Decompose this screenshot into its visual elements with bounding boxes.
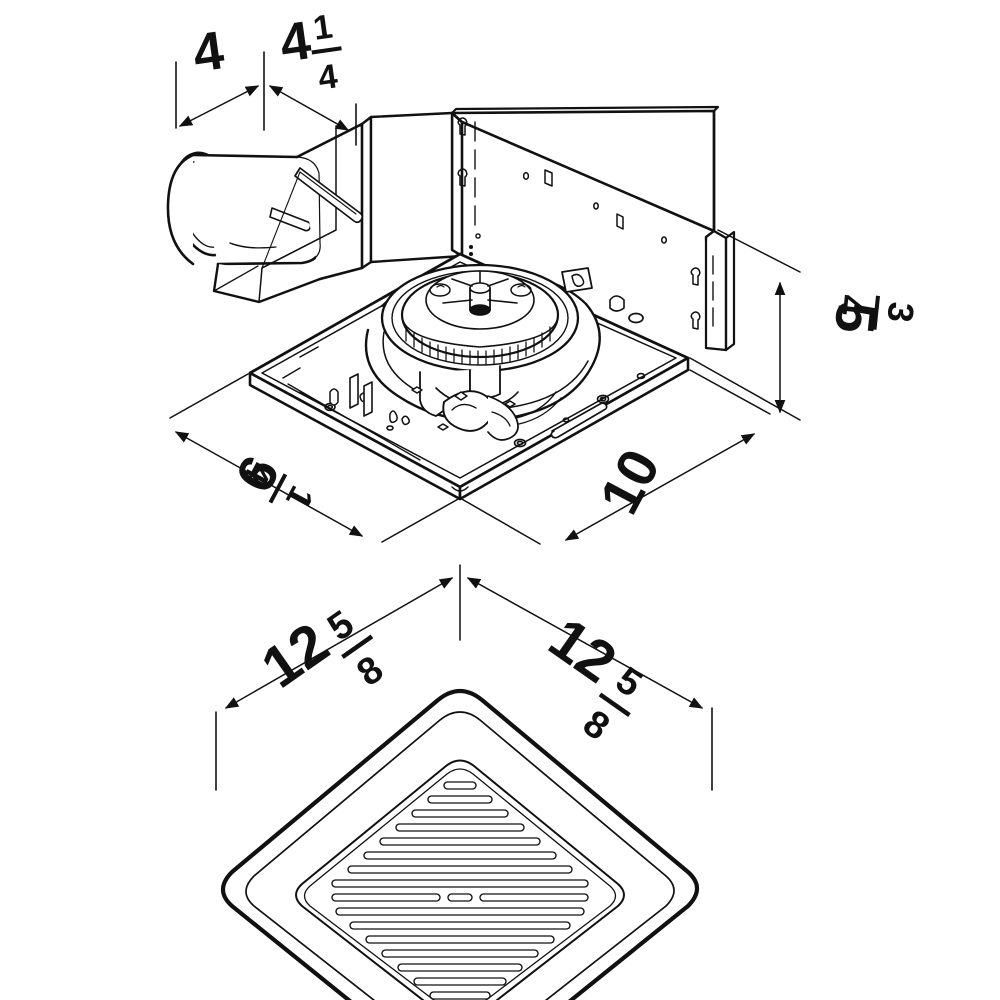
dimension-duct-offset	[175, 51, 265, 131]
blower-blades	[405, 326, 551, 366]
grille-view	[220, 688, 700, 1000]
grille-louvers	[295, 759, 625, 1000]
duct-collar	[166, 151, 322, 266]
dimension-duct-center	[268, 85, 357, 146]
svg-text:8: 8	[350, 648, 391, 695]
dimension-housing-height	[689, 229, 801, 421]
motor-assembly	[287, 365, 562, 461]
dimension-housing-depth	[169, 373, 461, 543]
svg-text:1: 1	[278, 480, 320, 515]
fraction-bar	[598, 692, 631, 717]
svg-text:5: 5	[608, 659, 649, 706]
blower-wheel	[400, 270, 560, 366]
svg-text:4: 4	[316, 57, 340, 97]
fraction-bar	[341, 634, 374, 659]
fraction-bar	[311, 46, 342, 55]
svg-text:12: 12	[538, 605, 628, 695]
svg-text:10: 10	[587, 439, 672, 524]
dim-label-duct-center: 4 1 4	[276, 8, 342, 98]
duct-transition-boot	[212, 115, 383, 304]
svg-text:3: 3	[879, 300, 922, 324]
louver-slot-group	[331, 781, 589, 1000]
dim-label-duct-offset: 4	[189, 20, 227, 84]
svg-text:4: 4	[276, 10, 314, 74]
fraction-bar	[872, 295, 880, 330]
mounting-bracket	[450, 105, 736, 352]
dim-label-housing-height: 5 3 4	[823, 293, 923, 336]
housing-top-deck	[369, 111, 464, 264]
grille-cover	[220, 688, 700, 1000]
motor-hub	[429, 271, 532, 316]
svg-text:4: 4	[830, 293, 873, 317]
dimension-grille-left	[215, 564, 461, 791]
svg-text:5: 5	[320, 603, 361, 650]
svg-text:1: 1	[311, 8, 335, 48]
keyhole-slot	[457, 117, 468, 187]
dim-label-grille-right: 12 5 8	[538, 605, 650, 749]
isometric-housing-view	[166, 105, 736, 501]
deck-slot	[550, 402, 608, 439]
dim-label-grille-left: 12 5 8	[250, 603, 391, 701]
dim-label-housing-width: 10	[587, 439, 672, 524]
dim-label-housing-depth: 9 1 4	[223, 446, 320, 515]
svg-text:4: 4	[189, 20, 227, 84]
electrical-box	[561, 267, 644, 324]
svg-text:8: 8	[575, 702, 616, 749]
fraction-bar	[268, 473, 288, 504]
dimension-housing-width	[459, 369, 771, 545]
keyhole-slot	[690, 267, 701, 330]
dimension-grille-right	[466, 577, 713, 791]
